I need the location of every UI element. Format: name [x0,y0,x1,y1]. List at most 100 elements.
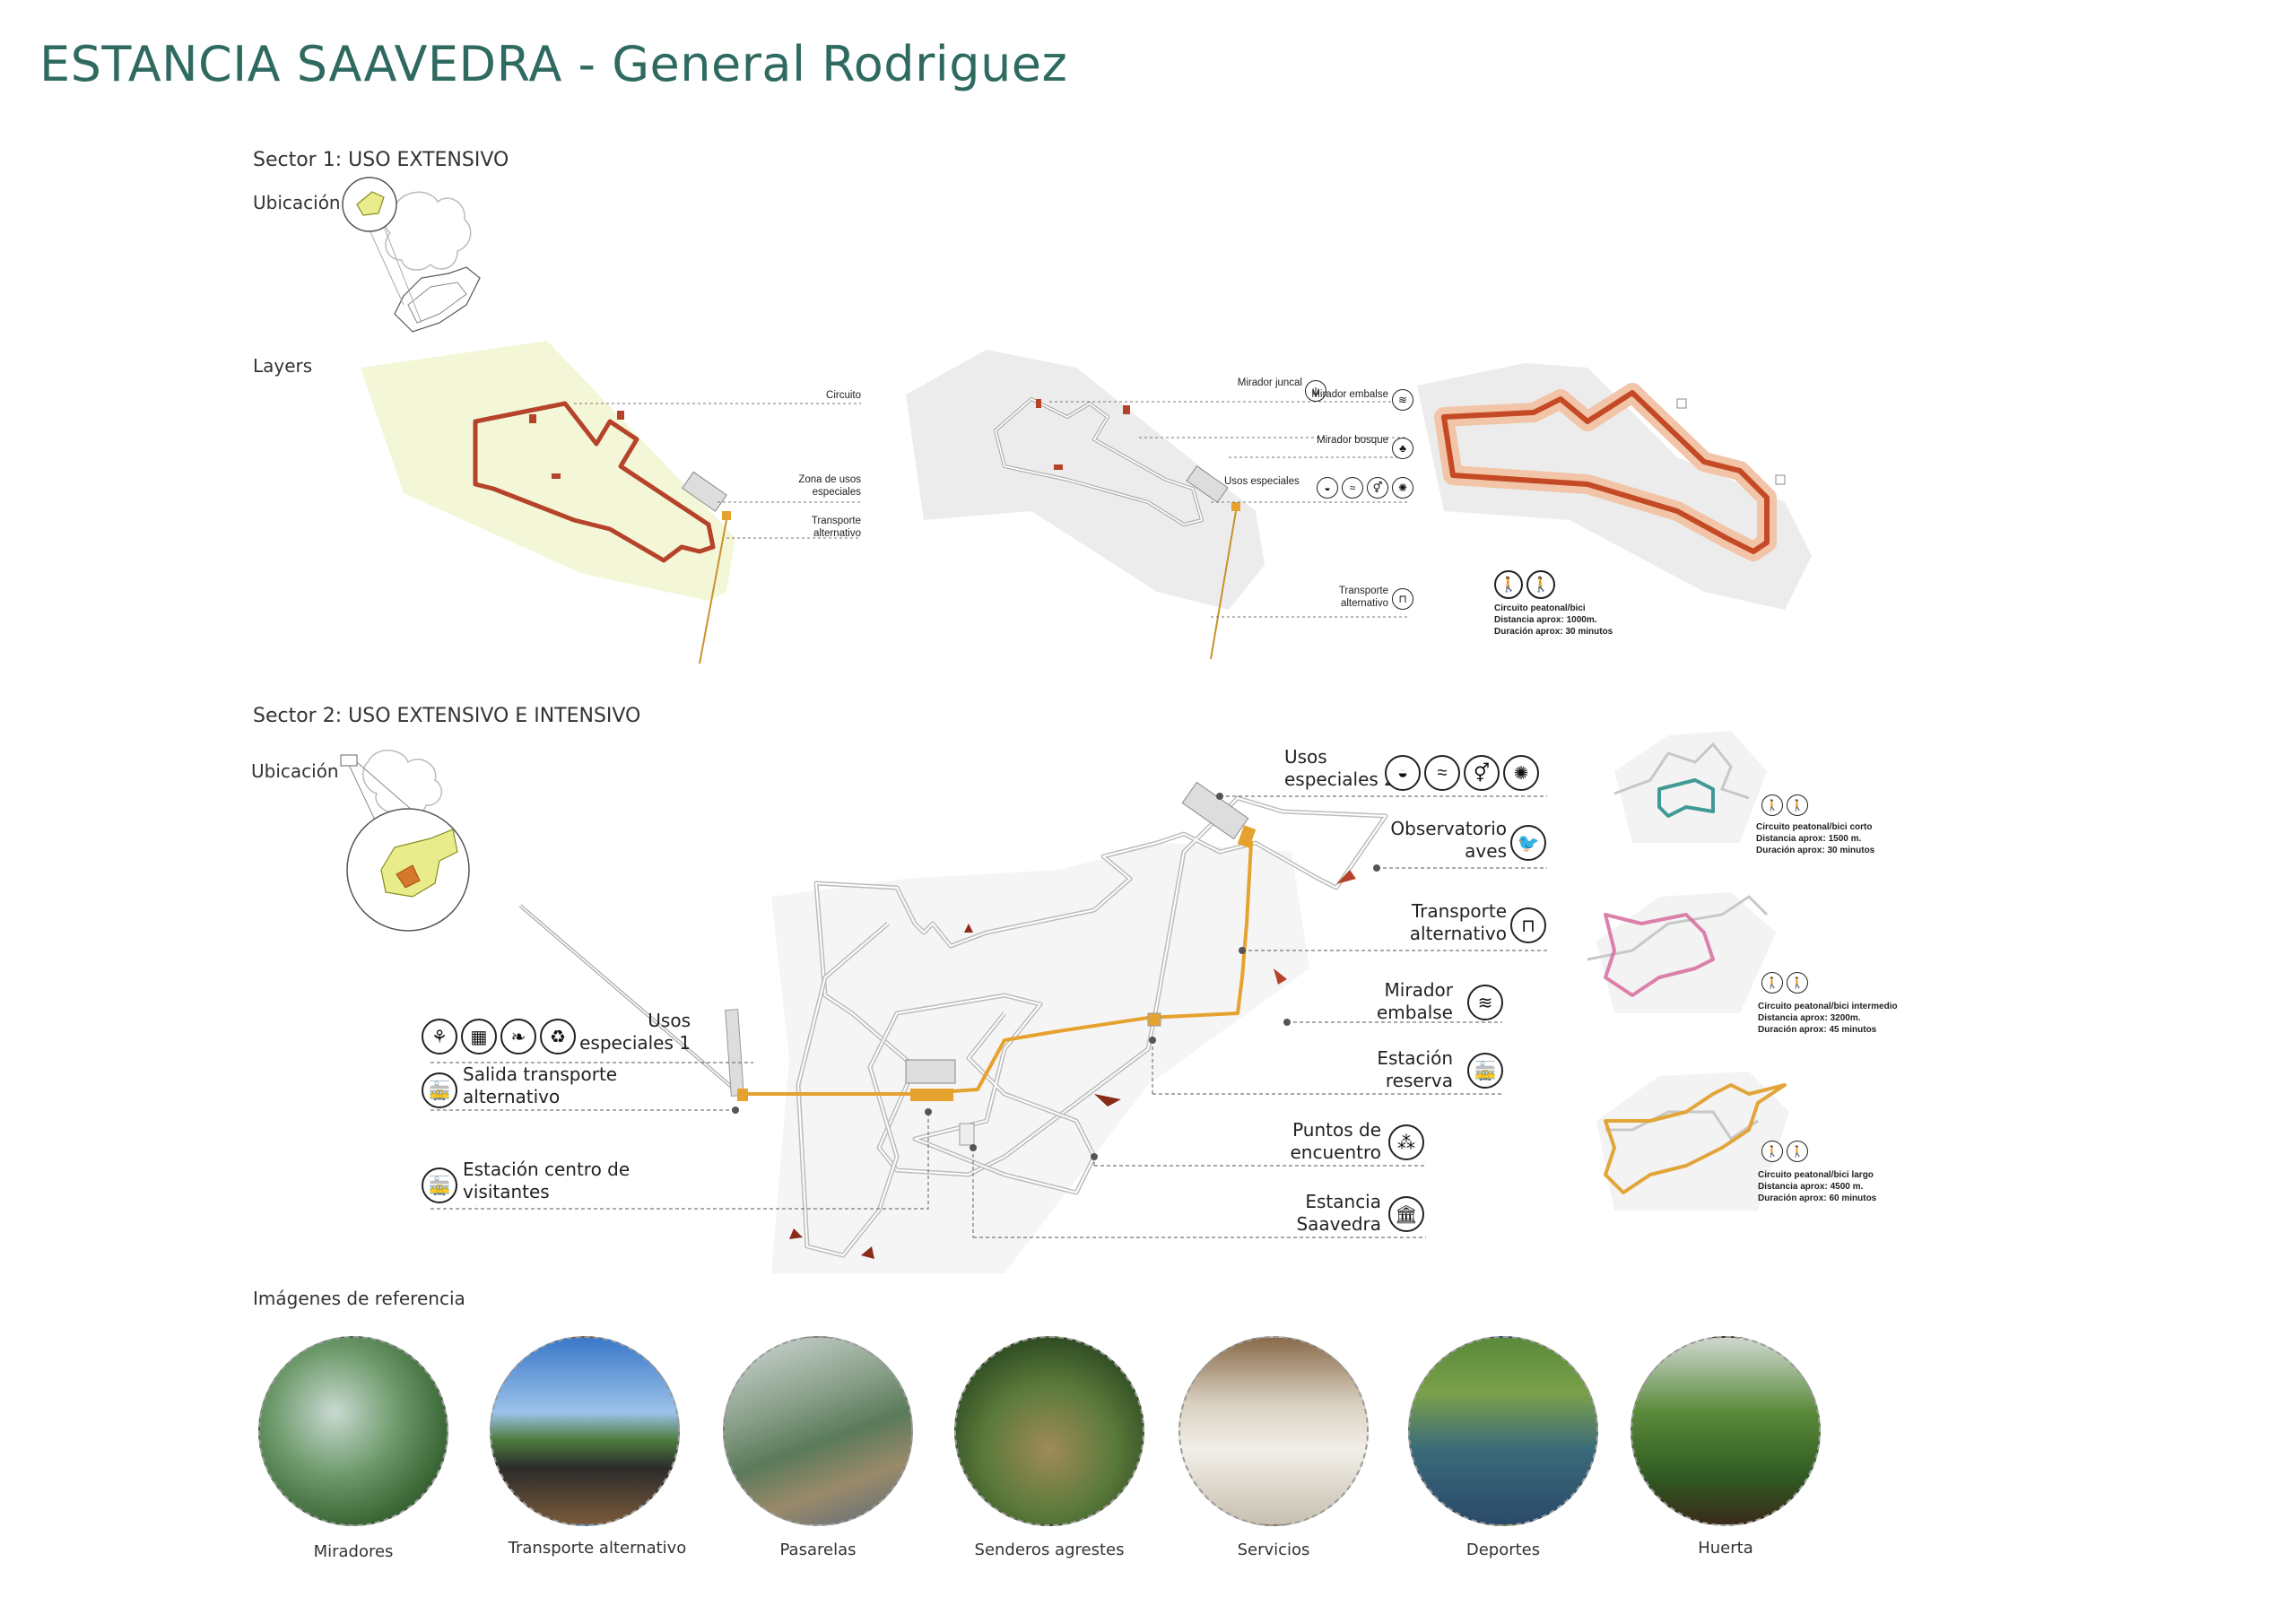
sector1-map2-leaders [1049,401,1408,618]
label-puntos-encuentro: Puntos de encuentro [1290,1119,1382,1163]
label-transporte-alternativo: Transporte alternativo [1409,900,1507,944]
label-estacion-centro: Estación centro de visitantes [463,1159,631,1202]
ref-image-senderos [954,1336,1144,1526]
usos1-icons: ⚘ ▦ ❧ ♻ [422,1019,576,1055]
label-usos-especiales-1: Usos especiales 1 [579,1010,691,1054]
waves-icon: ≋ [1392,389,1413,411]
walk-icons-s1: 🚶 🚶 [1494,570,1555,599]
ref-image-pasarelas [723,1336,913,1526]
label-observatorio-aves: Observatorio aves [1390,818,1507,862]
ref-caption-senderos: Senderos agrestes [974,1541,1125,1559]
label-mirador-embalse-s1: Mirador embalse [1311,389,1388,400]
pedestrian-icon: 🚶 [1761,972,1783,994]
train-icon: 🚋 [422,1167,457,1203]
ref-caption-pasarelas: Pasarelas [779,1541,857,1559]
ref-caption-deportes: Deportes [1465,1541,1541,1559]
ref-caption-transporte: Transporte alternativo [508,1539,687,1558]
cable-car-icon: ⊓ [1510,907,1546,943]
label-transporte-s1b: Transporte alternativo [1338,586,1388,609]
reeds-icon: ψ [1305,380,1326,402]
circuit-corto-info: Circuito peatonal/bici corto Distancia a… [1756,821,1874,856]
circuit-largo-info: Circuito peatonal/bici largo Distancia a… [1758,1169,1876,1204]
circuit-info-line: Duración aprox: 30 minutos [1756,846,1875,855]
ref-caption-miradores: Miradores [313,1542,394,1561]
sector1-heading: Sector 1: USO EXTENSIVO [253,149,509,171]
label-salida-transporte: Salida transporte alternativo [463,1063,618,1107]
circuit-info-line: Circuito peatonal/bici corto [1756,822,1873,832]
walk-icons-intermedio: 🚶 🚶 [1761,972,1808,994]
pedestrian-icon: 🚶 [1494,570,1523,599]
ref-caption-servicios: Servicios [1237,1541,1310,1559]
label-estancia-saavedra: Estancia Saavedra [1296,1191,1381,1235]
label-estacion-reserva: Estación reserva [1377,1047,1453,1091]
train-icon: 🚋 [422,1072,457,1108]
ref-image-huerta [1631,1336,1821,1526]
circuit-info-line: Circuito peatonal/bici intermedio [1758,1002,1898,1011]
building-icon: 🏛 [1388,1196,1424,1232]
ref-image-deportes [1408,1336,1598,1526]
walk-icons-largo: 🚶 🚶 [1761,1141,1808,1162]
cyclist-icon: 🚶 [1526,570,1555,599]
sector2-heading: Sector 2: USO EXTENSIVO E INTENSIVO [253,705,641,727]
circuit-info-s1: Circuito peatonal/bici Distancia aprox: … [1494,603,1613,638]
label-usos-especiales-s1: Usos especiales [1224,476,1300,487]
label-transporte-s1: Transporte alternativo [811,516,861,539]
usos-especiales-icons: ◒ ≈ ⚥ ✺ [1317,477,1413,499]
restroom-icon: ⚥ [1464,755,1500,791]
sector1-location-map [342,177,481,333]
page-title: ESTANCIA SAAVEDRA - General Rodriguez [39,36,1068,92]
cyclist-icon: 🚶 [1787,972,1808,994]
circuit-info-line: Distancia aprox: 4500 m. [1758,1182,1864,1192]
sector2-location-map [340,750,470,932]
sector1-map1-leaders [574,403,861,539]
cyclist-icon: 🚶 [1787,794,1808,816]
label-mirador-embalse: Mirador embalse [1376,979,1453,1023]
basket-icon: ◒ [1317,477,1338,499]
sector1-map-circuit [361,341,735,664]
label-zona-usos: Zona de usos especiales [798,474,861,498]
label-usos-especiales-2: Usos especiales 2 [1284,746,1396,790]
circuit-corto-map [1613,731,1767,843]
sector1-layers-label: Layers [253,355,313,377]
fan-icon: ✺ [1503,755,1539,791]
circuit-info-line: Duración aprox: 45 minutos [1758,1025,1877,1035]
pedestrian-icon: 🚶 [1761,794,1783,816]
circuit-info-line: Circuito peatonal/bici largo [1758,1170,1874,1180]
fan-icon: ✺ [1392,477,1413,499]
restroom-icon: ⚥ [1367,477,1388,499]
pedestrian-icon: 🚶 [1761,1141,1783,1162]
cyclist-icon: 🚶 [1787,1141,1808,1162]
train-icon: 🚋 [1467,1053,1503,1089]
crates-icon: ▦ [461,1019,497,1055]
sector1-ubicacion-label: Ubicación [253,192,341,213]
sector2-leaders [430,793,1547,1238]
circuit-largo-map [1596,1072,1789,1211]
walk-icons-corto: 🚶 🚶 [1761,794,1808,816]
sector1-map-route [1417,363,1812,610]
label-circuito: Circuito [826,390,861,401]
gardening-icon: ⚘ [422,1019,457,1055]
circuit-info-line: Duración aprox: 30 minutos [1494,627,1613,637]
bird-icon: 🐦 [1510,825,1546,861]
waves-icon: ≋ [1467,985,1503,1020]
basket-icon: ◒ [1385,755,1421,791]
ref-image-servicios [1178,1336,1369,1526]
usos2-icons: ◒ ≈ ⚥ ✺ [1385,755,1539,791]
sector2-main-map [518,781,1388,1273]
cable-car-icon: ⊓ [1392,588,1413,610]
swimming-icon: ≈ [1342,477,1363,499]
circuit-info-line: Distancia aprox: 3200m. [1758,1013,1861,1023]
circuit-info-line: Distancia aprox: 1000m. [1494,615,1597,625]
label-mirador-juncal: Mirador juncal [1237,378,1302,388]
sector2-ubicacion-label: Ubicación [251,760,339,782]
recycle-icon: ♻ [540,1019,576,1055]
leaf-icon: ❧ [500,1019,536,1055]
circuit-intermedio-info: Circuito peatonal/bici intermedio Distan… [1758,1001,1898,1036]
sector1-map-features [906,350,1265,660]
circuit-info-line: Circuito peatonal/bici [1494,603,1586,613]
ref-caption-huerta: Huerta [1698,1539,1753,1558]
label-mirador-bosque: Mirador bosque [1317,435,1388,446]
people-icon: ⁂ [1388,1124,1424,1160]
circuit-intermedio-map [1587,892,1776,1013]
trees-icon: ♣ [1392,438,1413,459]
